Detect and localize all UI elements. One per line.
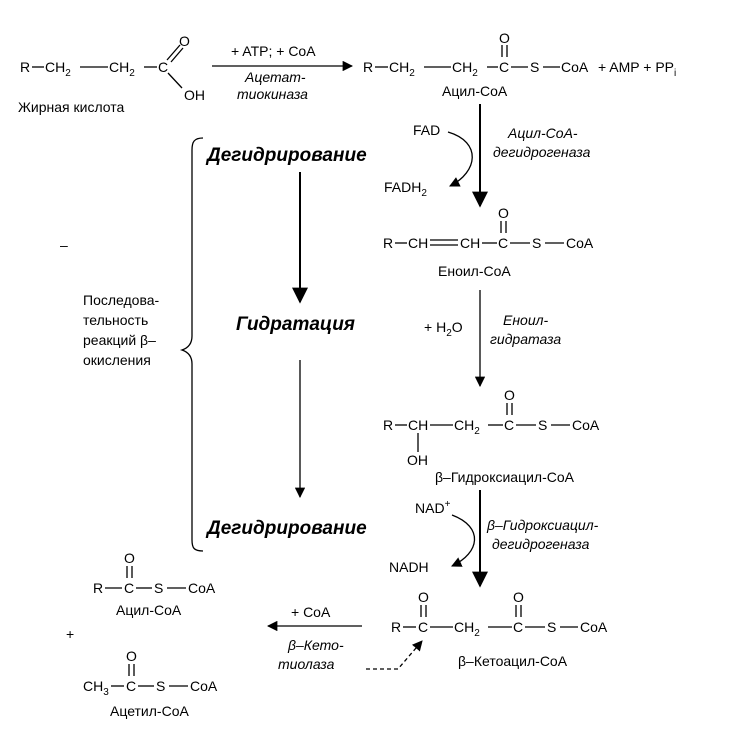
- acyl-dehydrogenase-label-line1: Ацил-CoA-: [507, 125, 578, 141]
- atom-OH: OH: [407, 452, 428, 468]
- atom-O: O: [126, 648, 137, 664]
- atom-S: S: [530, 59, 539, 75]
- atom-R: R: [93, 580, 103, 596]
- thiolase-label-line1: β–Кето-: [287, 637, 344, 653]
- atom-O: O: [124, 550, 135, 566]
- step-hydroxyacyl-dehydrogenation: NAD+ NADH β–Гидроксиацил- дегидрогеназа: [389, 490, 599, 588]
- atom-CoA: CoA: [190, 678, 218, 694]
- thiolase-label-line2: тиолаза: [278, 656, 335, 672]
- amp-ppi-product: + AMP + PPi: [598, 59, 676, 79]
- hydroxyacyl-coa-label: β–Гидроксиацил-CoA: [435, 469, 575, 485]
- atom-R: R: [391, 619, 401, 635]
- hydratase-label-line2: гидратаза: [490, 331, 561, 347]
- atom-S: S: [547, 619, 556, 635]
- acyl-coa-product: R C O S CoA Ацил-CoA: [93, 550, 216, 618]
- atom-R: R: [383, 235, 393, 251]
- nad-reagent: NAD+: [415, 499, 451, 516]
- atom-C: C: [513, 619, 523, 635]
- atom-C: C: [504, 417, 514, 433]
- stage-hydration: Гидратация: [236, 314, 355, 335]
- atom-CH: CH: [408, 417, 428, 433]
- hydroxy-dehydrogenase-label-line1: β–Гидроксиацил-: [486, 517, 599, 533]
- atom-O: O: [179, 33, 190, 49]
- fadh2-product: FADH2: [384, 179, 427, 199]
- atom-CoA: CoA: [572, 417, 600, 433]
- atom-C: C: [158, 59, 168, 75]
- sequence-brace: [179, 137, 204, 552]
- thiokinase-label-line1: Ацетат-: [244, 69, 306, 85]
- sequence-label-line4: окисления: [83, 352, 151, 368]
- thiokinase-label-line2: тиокиназа: [237, 86, 308, 102]
- atom-CoA: CoA: [566, 235, 594, 251]
- atom-CH3: CH3: [83, 678, 109, 698]
- atom-O: O: [504, 387, 515, 403]
- ketoacyl-coa-label: β–Кетоацил-CoA: [458, 653, 568, 669]
- sequence-label-line1: Последова-: [83, 292, 160, 308]
- atp-coa-reagent: + ATP; + CoA: [231, 43, 316, 59]
- atom-R: R: [20, 59, 30, 75]
- atom-O: O: [513, 589, 524, 605]
- hydroxyacyl-coa-structure: R CH CH2 C O S CoA OH β–Гидроксиацил-CoA: [383, 387, 600, 485]
- atom-CH2: CH2: [45, 59, 71, 79]
- atom-O: O: [498, 205, 509, 221]
- atom-CH2: CH2: [389, 59, 415, 79]
- atom-CH2: CH2: [452, 59, 478, 79]
- enoyl-coa-structure: R CH CH C O S CoA Еноил-CoA: [383, 205, 594, 279]
- atom-CoA: CoA: [188, 580, 216, 596]
- atom-C: C: [499, 59, 509, 75]
- stray-mark: –: [60, 237, 68, 253]
- atom-R: R: [363, 59, 373, 75]
- step-acyl-dehydrogenation: FAD FADH2 Ацил-CoA- дегидрогеназа: [384, 104, 591, 208]
- step-thiolysis: + CoA β–Кето- тиолаза: [266, 604, 423, 672]
- enoyl-coa-label: Еноил-CoA: [438, 263, 511, 279]
- sequence-label-line2: тельность: [83, 312, 148, 328]
- atom-R: R: [383, 417, 393, 433]
- atom-C: C: [124, 580, 134, 596]
- atom-CoA: CoA: [561, 59, 589, 75]
- sequence-label: Последова- тельность реакций β– окислени…: [83, 292, 160, 368]
- acyl-coa-product-label: Ацил-CoA: [116, 602, 182, 618]
- atom-CH2: CH2: [109, 59, 135, 79]
- acetyl-coa-product: CH3 C O S CoA Ацетил-CoA: [83, 648, 218, 719]
- atom-CH: CH: [460, 235, 480, 251]
- fatty-acid-structure: R CH2 CH2 C O OH Жирная кислота: [18, 33, 205, 115]
- hydroxy-dehydrogenase-label-line2: дегидрогеназа: [492, 536, 590, 552]
- atom-C: C: [498, 235, 508, 251]
- atom-CH: CH: [408, 235, 428, 251]
- atom-S: S: [156, 678, 165, 694]
- water-reagent: + H2O: [424, 319, 463, 339]
- atom-O: O: [499, 30, 510, 46]
- atom-C: C: [418, 619, 428, 635]
- acetyl-coa-label: Ацетил-CoA: [110, 703, 189, 719]
- atom-OH: OH: [184, 87, 205, 103]
- activation-step: + ATP; + CoA Ацетат- тиокиназа: [212, 43, 354, 102]
- atom-CH2: CH2: [454, 417, 480, 437]
- atom-S: S: [538, 417, 547, 433]
- stage-dehydrogenation-1: Дегидрирование: [205, 145, 367, 166]
- sequence-label-line3: реакций β–: [83, 332, 156, 348]
- nadh-product: NADH: [389, 559, 429, 575]
- atom-S: S: [532, 235, 541, 251]
- atom-S: S: [154, 580, 163, 596]
- stage-sequence: Дегидрирование Гидратация Дегидрирование: [179, 137, 367, 552]
- step-hydration: + H2O Еноил- гидратаза: [424, 290, 561, 388]
- fad-reagent: FAD: [413, 122, 440, 138]
- stage-dehydrogenation-2: Дегидрирование: [205, 518, 367, 539]
- plus-coa-reagent: + CoA: [291, 604, 331, 620]
- plus-sign: +: [66, 626, 74, 642]
- acyl-dehydrogenase-label-line2: дегидрогеназа: [493, 144, 591, 160]
- atom-CH2: CH2: [454, 619, 480, 639]
- atom-C: C: [126, 678, 136, 694]
- acyl-coa-label: Ацил-CoA: [442, 83, 508, 99]
- acyl-coa-structure: R CH2 CH2 C O S CoA + AMP + PPi Ацил-CoA: [363, 30, 676, 99]
- fatty-acid-label: Жирная кислота: [18, 99, 125, 115]
- atom-CoA: CoA: [580, 619, 608, 635]
- hydratase-label-line1: Еноил-: [503, 312, 549, 328]
- atom-O: O: [418, 589, 429, 605]
- ketoacyl-coa-structure: R C O CH2 C O S CoA β–Кетоацил-CoA: [391, 589, 608, 669]
